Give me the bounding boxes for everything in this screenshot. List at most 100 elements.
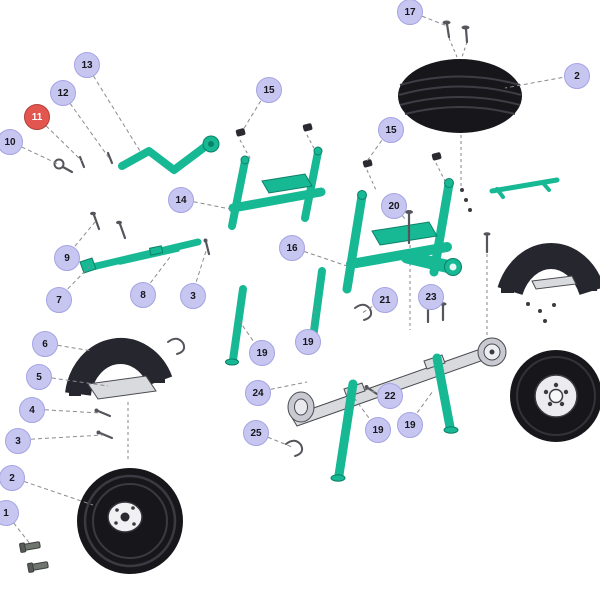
part-balloon-9[interactable]: 9 (54, 245, 80, 271)
leg (334, 379, 358, 480)
wheel-right (510, 350, 600, 442)
plate (87, 375, 157, 400)
leader-line-13 (85, 63, 141, 152)
leader-line-4 (30, 408, 101, 414)
screw-head (94, 408, 99, 413)
part-balloon-17[interactable]: 17 (397, 0, 423, 25)
frame-tip (357, 190, 367, 200)
part-balloon-7[interactable]: 7 (46, 287, 72, 313)
part-balloon-19-a[interactable]: 19 (249, 340, 275, 366)
bracket-tab (541, 181, 551, 192)
part-balloon-25[interactable]: 25 (243, 420, 269, 446)
lug-nut (115, 508, 119, 512)
part-balloon-3-mid[interactable]: 3 (180, 283, 206, 309)
screw-head (19, 542, 27, 553)
clip (235, 128, 246, 137)
lug-screw (19, 541, 41, 553)
part-balloon-19-c[interactable]: 19 (365, 417, 391, 443)
screw-head (116, 220, 122, 225)
frame-plate (371, 221, 438, 246)
part-balloon-2-top[interactable]: 2 (564, 63, 590, 89)
leg-foot (443, 426, 459, 434)
bolt-vertical-right (483, 232, 491, 254)
leader-line-2-top (504, 74, 577, 89)
handle-hub-center (208, 141, 214, 147)
leader-line-21 (361, 298, 385, 314)
part-balloon-19-d[interactable]: 19 (397, 412, 423, 438)
pin (106, 151, 114, 165)
lug-nut (559, 401, 565, 407)
part-balloon-2-bottom[interactable]: 2 (0, 465, 25, 491)
part-balloon-22[interactable]: 22 (377, 383, 403, 409)
leader-line-5 (37, 375, 109, 387)
part-balloon-24[interactable]: 24 (245, 380, 271, 406)
part-balloon-5[interactable]: 5 (26, 364, 52, 390)
part-balloon-20[interactable]: 20 (381, 193, 407, 219)
jockey-handle (118, 135, 220, 174)
fender-right (497, 242, 600, 323)
screw-shaft (98, 431, 114, 440)
frame-rail (228, 187, 326, 213)
handle-tube (118, 142, 210, 174)
tire-tread-ring (83, 474, 177, 568)
lug-nut (563, 389, 569, 395)
part-balloon-21[interactable]: 21 (372, 287, 398, 313)
fender-skirt (501, 280, 514, 293)
leg (229, 285, 247, 364)
part-balloon-12[interactable]: 12 (50, 80, 76, 106)
bolt-head (364, 385, 369, 389)
leg-foot (225, 358, 239, 366)
leader-line-19-b (306, 305, 318, 342)
screw-body (31, 561, 49, 571)
hardware-dot (468, 208, 472, 212)
part-balloon-13[interactable]: 13 (74, 52, 100, 78)
part-balloon-3-bottom[interactable]: 3 (5, 428, 31, 454)
part-balloon-15-right[interactable]: 15 (378, 117, 404, 143)
drum-face (294, 398, 308, 416)
clip (362, 159, 373, 168)
spare-tire-tread (399, 75, 521, 86)
part-balloon-4[interactable]: 4 (19, 397, 45, 423)
clip (302, 123, 313, 132)
part-balloon-14[interactable]: 14 (168, 187, 194, 213)
leg (309, 267, 326, 342)
lug-nut (114, 521, 118, 525)
hardware-dot (464, 198, 468, 202)
bolt-3-mid (203, 238, 211, 256)
part-balloon-19-b[interactable]: 19 (295, 329, 321, 355)
bolt-head (483, 232, 491, 236)
s-hooks (167, 303, 373, 457)
part-balloon-15-left[interactable]: 15 (256, 77, 282, 103)
screws-bottom-left (94, 408, 114, 440)
part-balloon-10[interactable]: 10 (0, 129, 23, 155)
part-balloon-16[interactable]: 16 (279, 235, 305, 261)
fender-skirt (69, 384, 81, 396)
frame-tip (444, 178, 454, 188)
part-balloon-11[interactable]: 11 (24, 104, 50, 130)
coupler-tube (400, 250, 457, 274)
part-balloon-23[interactable]: 23 (418, 284, 444, 310)
frame-leg (228, 157, 249, 230)
s-hook (354, 303, 373, 321)
screw-head (96, 430, 101, 435)
screw-head (461, 25, 470, 30)
spare-tire-tread (398, 85, 522, 96)
hardware-dot (538, 309, 542, 313)
leader-line-3-bottom (16, 434, 104, 441)
screws-9 (90, 211, 127, 240)
part-balloon-8[interactable]: 8 (130, 282, 156, 308)
part-balloon-6[interactable]: 6 (32, 331, 58, 357)
part-balloon-1[interactable]: 1 (0, 500, 19, 526)
spare-tire (398, 59, 522, 212)
fender-left (65, 337, 173, 397)
hardware-dot (460, 188, 464, 192)
tire-tread-ring (516, 356, 596, 436)
stand-frame-right (342, 178, 462, 294)
eye-bolt (53, 158, 65, 170)
fender-arch (497, 242, 600, 296)
lug-nut (543, 389, 549, 395)
hardware-dot (552, 303, 556, 307)
drum-center (489, 349, 495, 355)
